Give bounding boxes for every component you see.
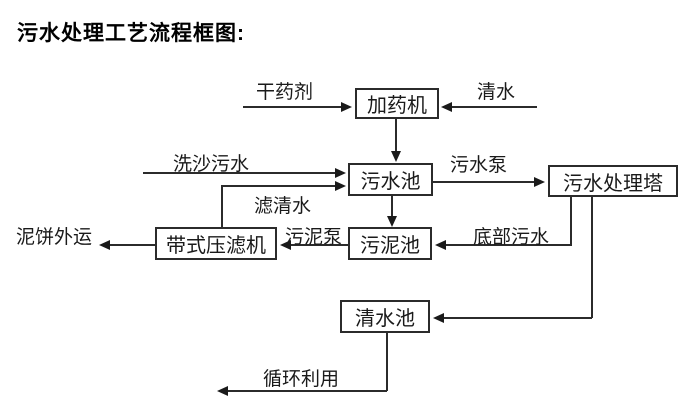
arrow-right-icon xyxy=(534,177,545,187)
arrow-left-icon xyxy=(217,386,228,396)
arrow-right-icon xyxy=(341,102,352,112)
arrow-right-icon xyxy=(335,181,346,191)
page-title: 污水处理工艺流程框图: xyxy=(17,22,245,45)
label-recycle-use: 循环利用 xyxy=(263,369,340,390)
edge-sludge-pump-line xyxy=(291,244,348,246)
arrow-left-icon xyxy=(99,240,110,250)
label-dry-chemical: 干药剂 xyxy=(256,82,314,103)
node-sludge-pool: 污泥池 xyxy=(348,227,432,260)
edge-bottom-sewage-vline xyxy=(570,197,572,245)
edge-bottom-sewage-hline xyxy=(446,244,572,246)
edge-tower-to-clean-vline xyxy=(591,197,593,318)
edge-sewage-to-sludge-line xyxy=(391,196,393,218)
edge-dosing-to-sewage-line xyxy=(395,119,397,155)
arrow-left-icon xyxy=(441,102,452,112)
node-belt-filter-press: 带式压滤机 xyxy=(155,227,277,260)
arrow-down-icon xyxy=(391,151,401,162)
arrow-left-icon xyxy=(433,313,444,323)
node-treatment-tower: 污水处理塔 xyxy=(548,165,678,197)
label-bottom-sewage: 底部污水 xyxy=(473,227,550,248)
label-sewage-pump: 污水泵 xyxy=(450,155,508,176)
edge-recycle-hline xyxy=(228,390,387,392)
arrow-left-icon xyxy=(280,240,291,250)
edge-clean-water-line xyxy=(452,106,537,108)
node-sewage-pool: 污水池 xyxy=(348,163,433,196)
arrow-right-icon xyxy=(335,168,346,178)
edge-sand-sewage-line xyxy=(143,172,335,174)
label-clean-water: 清水 xyxy=(477,82,516,103)
edge-tower-to-clean-hline xyxy=(444,317,592,319)
label-sand-washing-sewage: 洗沙污水 xyxy=(173,154,250,175)
edge-mud-cake-line xyxy=(110,244,155,246)
label-mud-cake-out: 泥饼外运 xyxy=(16,227,93,248)
node-dosing-machine: 加药机 xyxy=(355,88,439,119)
label-sludge-pump: 污泥泵 xyxy=(285,227,343,248)
label-filtered-water: 滤清水 xyxy=(254,196,312,217)
edge-filtered-water-hline xyxy=(221,185,335,187)
edge-recycle-vline xyxy=(386,333,388,391)
edge-filtered-water-vline xyxy=(221,185,223,227)
node-clean-water-pool: 清水池 xyxy=(340,300,430,333)
arrow-down-icon xyxy=(387,216,397,227)
edge-sewage-pump-line xyxy=(433,181,534,183)
arrow-left-icon xyxy=(435,240,446,250)
edge-dry-chemical-line xyxy=(243,106,344,108)
